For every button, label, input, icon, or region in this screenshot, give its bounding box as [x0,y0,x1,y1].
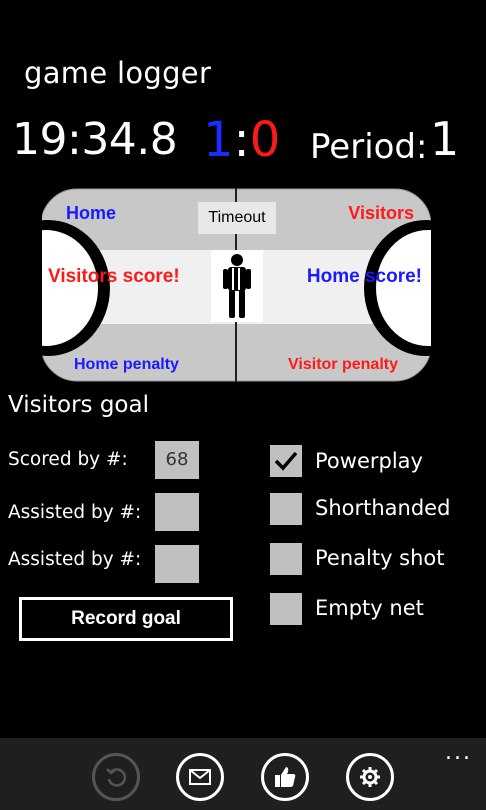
settings-button[interactable] [346,753,394,801]
visitors-score-button[interactable]: Visitors score! [48,266,180,287]
score-display: 1:0 [203,112,280,168]
empty-net-label: Empty net [315,596,424,620]
undo-button[interactable] [92,753,140,801]
mail-icon [189,769,211,785]
assist1-label: Assisted by #: [8,502,142,523]
penalty-shot-checkbox[interactable] [270,543,302,575]
goal-form-heading: Visitors goal [8,392,149,418]
empty-net-checkbox[interactable] [270,593,302,625]
scored-by-label: Scored by #: [8,449,128,470]
app-bar: ... [0,738,486,810]
rink-home-label: Home [66,203,117,223]
powerplay-label: Powerplay [315,449,423,473]
scored-by-input[interactable]: 68 [155,441,199,479]
period-value[interactable]: 1 [430,112,460,166]
assist1-input[interactable] [155,493,199,531]
shorthanded-label: Shorthanded [315,496,451,520]
checkmark-icon [274,451,298,471]
home-penalty-button[interactable]: Home penalty [74,356,179,373]
settings-icon [360,767,380,787]
powerplay-checkbox[interactable] [270,445,302,477]
shorthanded-checkbox[interactable] [270,493,302,525]
visitor-score: 0 [249,112,281,168]
undo-icon [106,768,127,787]
visitor-penalty-button[interactable]: Visitor penalty [288,356,398,373]
game-clock[interactable]: 19:34.8 [12,114,178,165]
record-goal-button[interactable]: Record goal [19,597,233,641]
score-separator: : [233,112,250,168]
thumbs-up-icon [275,767,296,787]
rink: Home Visitors Timeout Visitors score! Ho… [40,188,432,382]
referee-icon[interactable] [211,250,263,322]
assist2-input[interactable] [155,545,199,583]
timeout-button[interactable]: Timeout [198,202,276,234]
mail-button[interactable] [176,753,224,801]
period-label: Period: [310,127,428,167]
home-score-button[interactable]: Home score! [306,266,422,287]
like-button[interactable] [261,753,309,801]
app-title: game logger [24,56,212,90]
penalty-shot-label: Penalty shot [315,546,445,570]
more-menu-button[interactable]: ... [445,740,472,765]
home-score: 1 [203,112,234,168]
assist2-label: Assisted by #: [8,549,142,570]
rink-visitors-label: Visitors [348,203,414,223]
